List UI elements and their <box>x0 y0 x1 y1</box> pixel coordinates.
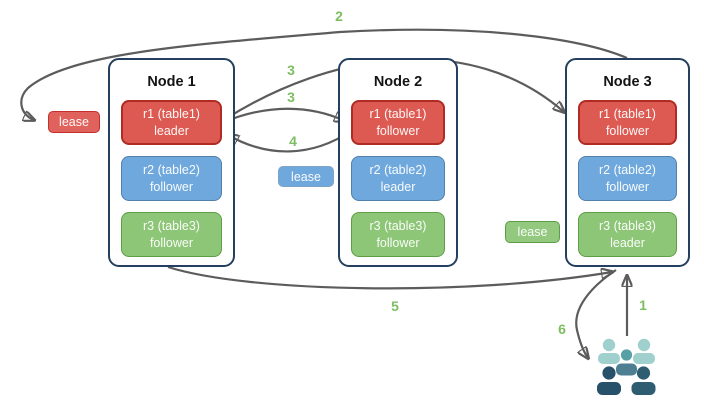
replica-name: r1 (table1) <box>143 107 200 122</box>
step-label-1: 1 <box>639 297 647 313</box>
arrow-step-2 <box>20 28 628 120</box>
user-front-right <box>631 366 656 395</box>
arrow-step-6 <box>575 269 617 358</box>
replica-role: follower <box>376 123 420 138</box>
node-3-replica-r1: r1 (table1) follower <box>578 100 677 145</box>
replica-role: follower <box>605 123 650 138</box>
lease-badge-r2: lease <box>278 166 334 187</box>
step-label-6: 6 <box>558 321 566 337</box>
arrow-step-4 <box>228 130 352 153</box>
user-back-left <box>598 338 620 364</box>
replica-role: follower <box>149 235 194 250</box>
arrow-step-5 <box>167 265 612 290</box>
lease-badge-r1: lease <box>48 111 100 133</box>
replica-name: r1 (table1) <box>369 107 427 122</box>
node-2: Node 2 r1 (table1) follower r2 (table2) … <box>338 58 458 267</box>
arrow-step-3-to-node2 <box>223 107 345 124</box>
lease-badge-r3: lease <box>505 221 560 243</box>
replica-name: r2 (table2) <box>369 163 427 178</box>
step-label-2: 2 <box>335 8 343 24</box>
replica-name: r3 (table3) <box>143 219 200 234</box>
node-2-title: Node 2 <box>373 74 423 90</box>
replica-name: r1 (table1) <box>599 107 656 122</box>
step-label-3a: 3 <box>287 62 295 78</box>
step-label-4: 4 <box>289 133 297 149</box>
node-1-replica-r1: r1 (table1) leader <box>121 100 222 145</box>
node-2-replica-r1: r1 (table1) follower <box>351 100 445 145</box>
replica-name: r2 (table2) <box>599 163 656 178</box>
replica-role: follower <box>605 179 650 194</box>
replica-name: r3 (table3) <box>599 219 656 234</box>
replica-role: follower <box>149 179 194 194</box>
replica-role: leader <box>610 235 645 250</box>
step-label-3b: 3 <box>287 89 295 105</box>
user-front-left <box>597 366 621 395</box>
step-label-5: 5 <box>391 298 399 314</box>
replica-role: follower <box>376 235 420 250</box>
node-3-replica-r2: r2 (table2) follower <box>578 156 677 201</box>
node-1-title: Node 1 <box>147 74 196 90</box>
node-3-title: Node 3 <box>603 74 652 90</box>
replica-name: r2 (table2) <box>143 163 200 178</box>
replica-role: leader <box>154 123 189 138</box>
users-group-icon <box>597 338 656 395</box>
user-back-right <box>633 338 655 364</box>
node-2-replica-r3: r3 (table3) follower <box>351 212 445 257</box>
node-1-replica-r2: r2 (table2) follower <box>121 156 222 201</box>
node-2-replica-r2: r2 (table2) leader <box>351 156 445 201</box>
replica-name: r3 (table3) <box>369 219 427 234</box>
node-3-replica-r3: r3 (table3) leader <box>578 212 677 257</box>
replica-role: leader <box>380 179 416 194</box>
node-1-replica-r3: r3 (table3) follower <box>121 212 222 257</box>
node-3: Node 3 r1 (table1) follower r2 (table2) … <box>565 58 690 267</box>
user-middle <box>616 349 637 376</box>
node-1: Node 1 r1 (table1) leader r2 (table2) fo… <box>108 58 235 267</box>
